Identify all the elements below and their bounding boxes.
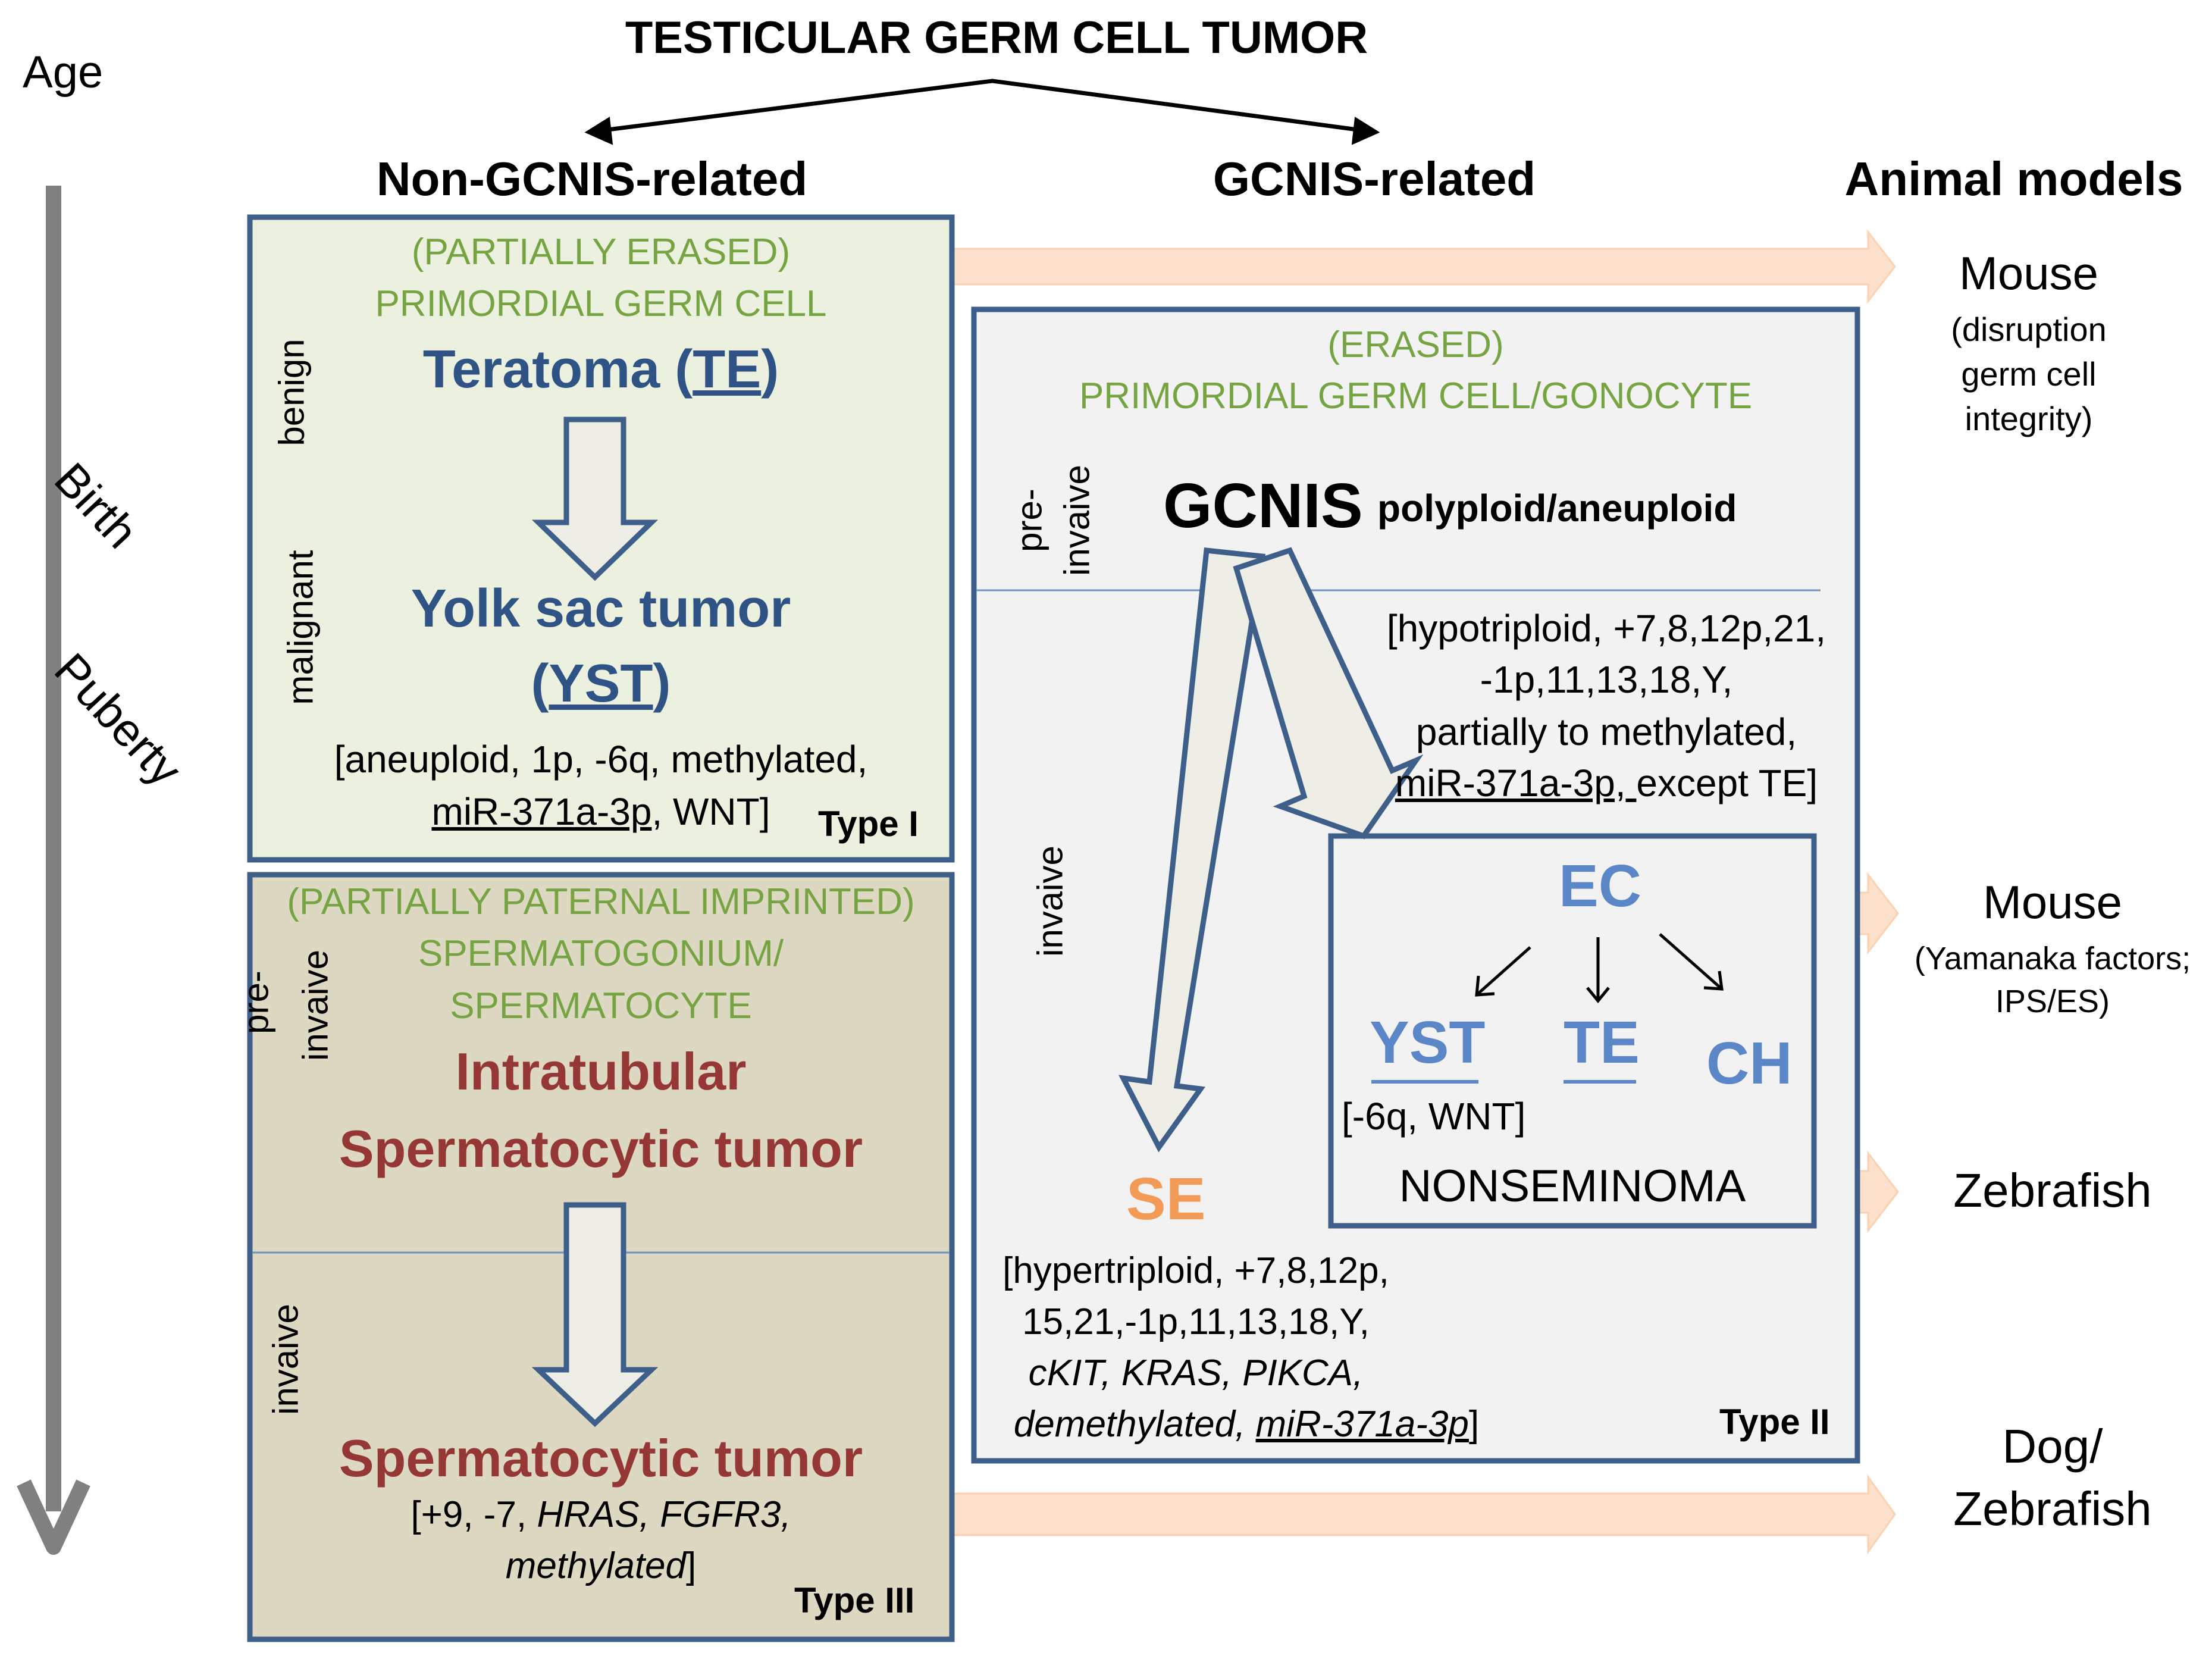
se-markers-4b: ] [1468,1404,1480,1445]
mouse-1-note2: germ cell [1961,355,2097,393]
mouse-2-note1: (Yamanaka factors; [1914,941,2191,976]
teratoma-abbr: TE [693,340,762,399]
type-ii-origin-line1: (ERASED) [1327,324,1504,365]
gcnis-label: GCNIS [1163,471,1363,541]
type-i-origin-line2: PRIMORDIAL GERM CELL [375,283,827,324]
type-ii-label: Type II [1719,1402,1830,1442]
type-i-progression-arrow [531,417,659,581]
se-mir: miR-371a-3p [1255,1404,1469,1445]
type-i-label: Type I [818,804,919,844]
dog-label-line2: Zebrafish [1953,1482,2152,1535]
type-iii-markers-b: HRAS, FGFR3, [537,1494,791,1535]
nonseminoma-markers-line1: [hypotriploid, +7,8,12p,21, [1386,607,1826,650]
se-markers-line3: cKIT, KRAS, PIKCA, [1028,1353,1364,1394]
spermatocytic-label: Spermatocytic tumor [339,1429,863,1488]
header-non-gcnis: Non-GCNIS-related [376,152,808,205]
se-markers-line2: 15,21,-1p,11,13,18,Y, [1022,1301,1370,1342]
type-iii-pre-label1: pre- [236,970,276,1034]
type-ii-pre-label2: invaive [1057,465,1097,576]
ec-to-ch-arrow [1659,933,1724,991]
nonseminoma-mir: miR-371a-3p, [1395,762,1637,804]
arrow-to-dog-zebrafish [951,1474,1896,1555]
type-ii-invaive-label: invaive [1030,846,1070,957]
spermatocytic-pre-label: Spermatocytic tumor [339,1119,863,1178]
ns-yst-markers: [-6q, WNT] [1342,1095,1526,1138]
yst-close: ) [653,654,671,713]
benign-label: benign [271,339,312,446]
mouse-1-note1: (disruption [1951,311,2107,348]
type-iii-markers-d: ] [686,1545,697,1586]
teratoma-suffix: ) [761,340,779,399]
type-iii-markers-line2: methylated] [250,1545,952,1587]
type-iii-invaive-label: invaive [265,1304,306,1415]
type-iii-markers-c: methylated [505,1545,687,1586]
ploidy-label: polyploid/aneuploid [1377,487,1737,530]
age-label: Age [23,47,104,98]
type-iii-progression-arrow [531,1202,659,1427]
type-iii-origin-line1: (PARTIALLY PATERNAL IMPRINTED) [287,881,915,922]
mouse-2-label: Mouse [1982,876,2123,928]
title-split-arrow [584,79,1380,145]
type-iii-origin-line2: SPERMATOGONIUM/ [418,933,784,974]
teratoma-label: Teratoma (TE) [250,339,952,401]
yolk-sac-label: Yolk sac tumor [411,579,791,638]
type-i-mir: miR-371a-3p [431,790,652,833]
nonseminoma-box [1328,833,1817,1229]
ns-yst-label: YST [1370,1009,1486,1076]
ns-te-label: TE [1564,1009,1640,1076]
type-iii-origin-line3: SPERMATOCYTE [450,985,752,1026]
intratubular-label: Intratubular [455,1042,747,1101]
se-markers-line1: [hypertriploid, +7,8,12p, [1002,1250,1389,1291]
ns-ch-label: CH [1706,1030,1793,1097]
mouse-1-label: Mouse [1959,247,2099,299]
dog-label-line1: Dog/ [2002,1420,2103,1473]
nonseminoma-markers-line4: miR-371a-3p, except TE] [1356,762,1856,806]
yst-type-i-label: (YST) [250,653,952,715]
type-i-markers-line2: miR-371a-3p, WNT] [250,790,952,834]
se-markers-line4: demethylated, miR-371a-3p] [976,1403,1517,1445]
age-axis-arrow [17,186,90,1555]
gcnis-to-nonseminoma-arrow [1233,547,1424,840]
type-ii-origin-line2: PRIMORDIAL GERM CELL/GONOCYTE [1079,375,1753,417]
yst-abbr: YST [549,654,653,713]
zebrafish-label: Zebrafish [1953,1164,2152,1217]
nonseminoma-label: NONSEMINOMA [1399,1161,1746,1211]
type-i-markers-line1: [aneuploid, 1p, -6q, methylated, [334,738,868,781]
se-label: SE [1126,1166,1206,1232]
se-markers-4a: demethylated, [1013,1404,1256,1445]
type-iii-markers-line1: [+9, -7, HRAS, FGFR3, [250,1494,952,1536]
header-animal-models: Animal models [1844,152,2183,205]
teratoma-prefix: Teratoma ( [422,340,693,399]
nonseminoma-markers-line2: -1p,11,13,18,Y, [1480,658,1733,701]
ec-to-yst-arrow [1475,946,1531,997]
mouse-2-note2: IPS/ES) [1995,984,2110,1019]
type-iii-markers-a: [+9, -7, [411,1494,537,1535]
nonseminoma-markers-rest: except TE] [1636,762,1818,804]
type-ii-pre-label1: pre- [1009,489,1049,552]
mouse-1-note3: integrity) [1965,400,2093,437]
ec-to-te-arrow [1586,937,1610,1003]
main-title: TESTICULAR GERM CELL TUMOR [625,12,1368,63]
gcnis-to-se-arrow [1118,547,1266,1153]
header-gcnis: GCNIS-related [1212,152,1536,205]
yst-open: ( [531,654,549,713]
ec-label: EC [1559,853,1641,919]
nonseminoma-markers-line3: partially to methylated, [1415,710,1797,753]
type-iii-label: Type III [794,1580,915,1620]
arrow-to-mouse-1 [951,229,1896,304]
type-i-origin-line1: (PARTIALLY ERASED) [411,231,791,273]
type-i-markers-rest: , WNT] [651,790,770,833]
